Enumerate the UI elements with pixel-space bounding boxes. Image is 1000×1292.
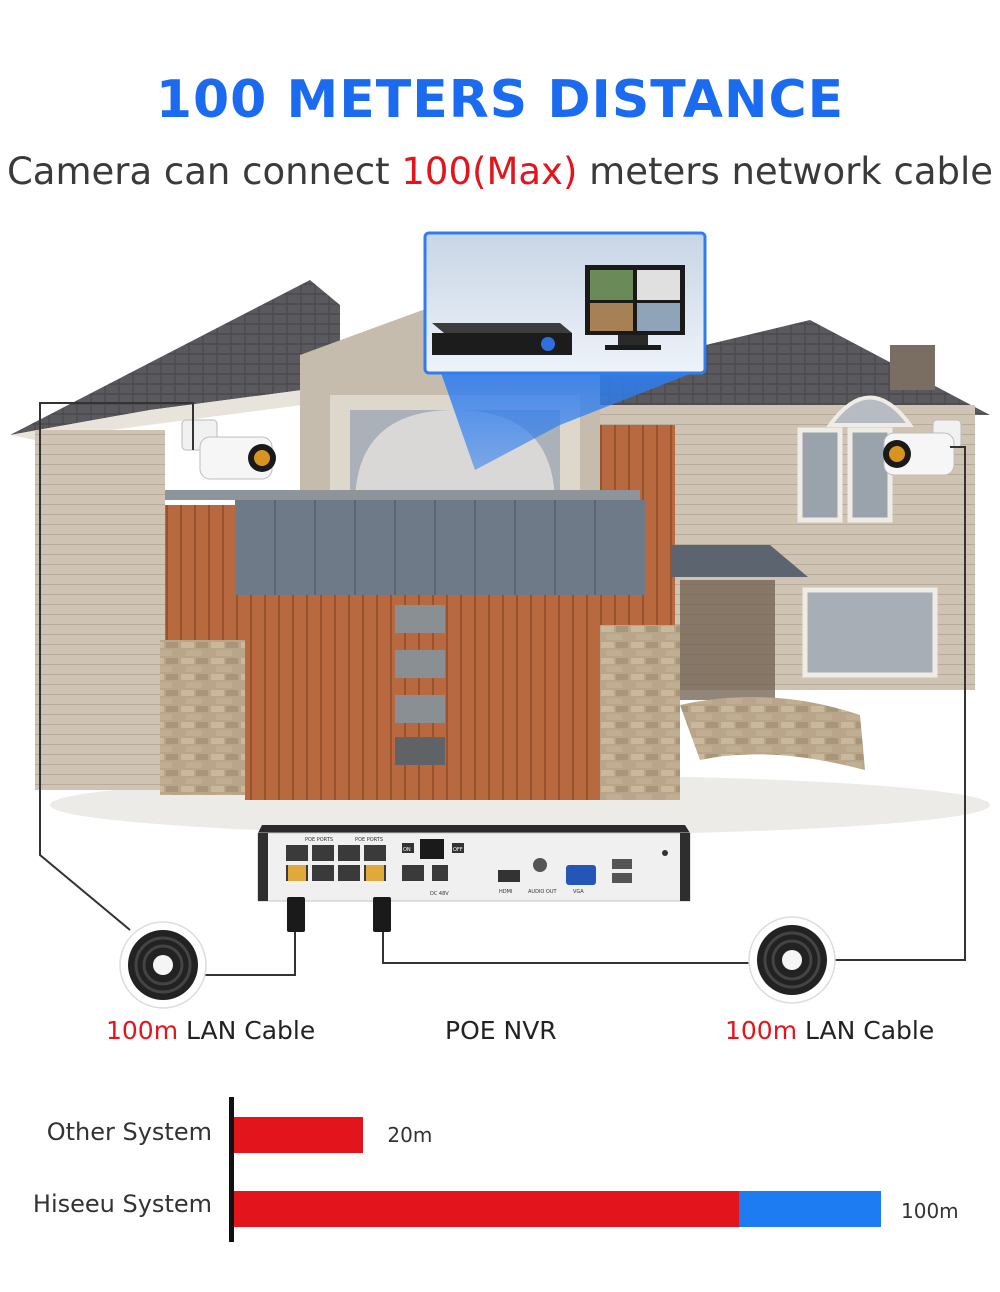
- nvr-label-text: POE NVR: [445, 1016, 557, 1045]
- bar-other-system: [234, 1117, 364, 1153]
- nvr-label-audio: AUDIO OUT: [528, 889, 558, 895]
- right-nvr-cable: [382, 925, 750, 964]
- title-text: 100 METERS DISTANCE: [155, 70, 845, 130]
- left-nvr-cable: [205, 925, 296, 976]
- nvr-label-off: OFF: [453, 847, 463, 853]
- bar-hiseeu-system: [234, 1191, 881, 1227]
- power-switch: [420, 839, 444, 859]
- lan-plug-left: [288, 865, 306, 881]
- left-cable-coil: [119, 921, 207, 1009]
- nvr-label-poe-1: POE PORTS: [305, 837, 333, 843]
- nvr-label-poe-2: POE PORTS: [355, 837, 383, 843]
- left-camera-cable: [39, 402, 194, 931]
- nvr-label-hdmi: HDMI: [499, 889, 512, 895]
- garage-window-4: [395, 737, 445, 765]
- garage-window-1: [395, 605, 445, 633]
- power-on-label-bg: [402, 843, 414, 853]
- popup-nvr-device: [432, 323, 572, 355]
- row-label-other: Other System: [46, 1118, 212, 1146]
- left-cable-value: 100m: [106, 1016, 179, 1045]
- right-pillar-stone: [595, 625, 680, 800]
- curved-stone-wall: [680, 697, 865, 770]
- right-cable-label: 100m LAN Cable: [725, 1016, 934, 1045]
- poe-nvr-device: POE PORTS POE PORTS ON OFF DC 48V HDMI A…: [257, 825, 691, 902]
- nvr-label-on: ON: [403, 847, 411, 853]
- left-roof: [10, 280, 340, 435]
- power-off-label-bg: [452, 843, 464, 853]
- nvr-label-dc: DC 48V: [430, 891, 449, 897]
- bar-segment-red: [234, 1191, 739, 1227]
- house-installation-illustration: POE PORTS POE PORTS ON OFF DC 48V HDMI A…: [10, 231, 990, 1009]
- right-camera-cable: [835, 446, 966, 961]
- projection-beam: [440, 370, 700, 470]
- hdmi-port: [498, 870, 520, 882]
- right-cable-text: LAN Cable: [797, 1016, 935, 1045]
- lan-port: [402, 865, 424, 881]
- bar-segment-blue: [738, 1191, 881, 1227]
- popup-monitor: [585, 265, 685, 350]
- bar-segment-red: [234, 1117, 364, 1153]
- right-cable-value: 100m: [725, 1016, 798, 1045]
- lan-connector-right: [373, 897, 391, 932]
- value-other-system: 20m: [387, 1123, 433, 1147]
- subtitle-pre: Camera can connect: [6, 150, 402, 193]
- left-camera: [181, 419, 276, 480]
- audio-port: [533, 858, 547, 872]
- status-led: [662, 850, 668, 856]
- page-title: 100 METERS DISTANCE: [0, 70, 1000, 130]
- left-roof-trim: [10, 385, 340, 440]
- comparison-axis: [229, 1097, 234, 1242]
- right-window-lower: [802, 587, 938, 678]
- balcony-panel: [235, 500, 645, 595]
- usb-port-1: [612, 859, 632, 869]
- left-cable-label: 100m LAN Cable: [106, 1016, 315, 1045]
- value-hiseeu-system: 100m: [901, 1199, 959, 1223]
- page-subtitle: Camera can connect 100(Max) meters netwo…: [0, 150, 1000, 193]
- balcony-rail: [165, 490, 640, 500]
- nvr-label: POE NVR: [445, 1016, 557, 1045]
- chimney: [890, 345, 935, 390]
- vga-port: [566, 865, 596, 885]
- nvr-label-vga: VGA: [573, 889, 584, 895]
- porch-entry: [680, 580, 775, 700]
- right-cable-coil: [748, 916, 836, 1004]
- right-roof: [560, 320, 990, 415]
- left-cable-text: LAN Cable: [178, 1016, 316, 1045]
- subtitle-post: meters network cable: [577, 150, 994, 193]
- dc-port: [432, 865, 448, 881]
- lan-plug-right: [366, 865, 384, 881]
- garage-window-3: [395, 695, 445, 723]
- left-pillar-stone: [160, 640, 250, 795]
- subtitle-highlight: 100(Max): [401, 150, 578, 193]
- row-label-hiseeu: Hiseeu System: [32, 1190, 212, 1218]
- right-window-2: [847, 427, 893, 523]
- right-camera: [883, 419, 962, 476]
- balcony-panel-lines: [274, 500, 596, 595]
- porch-awning: [672, 545, 808, 577]
- right-window-1: [797, 427, 843, 523]
- garage-window-2: [395, 650, 445, 678]
- right-arched-window: [826, 395, 914, 427]
- lan-connector-left: [287, 897, 305, 932]
- usb-port-2: [612, 873, 632, 883]
- left-wing-wall: [35, 430, 165, 790]
